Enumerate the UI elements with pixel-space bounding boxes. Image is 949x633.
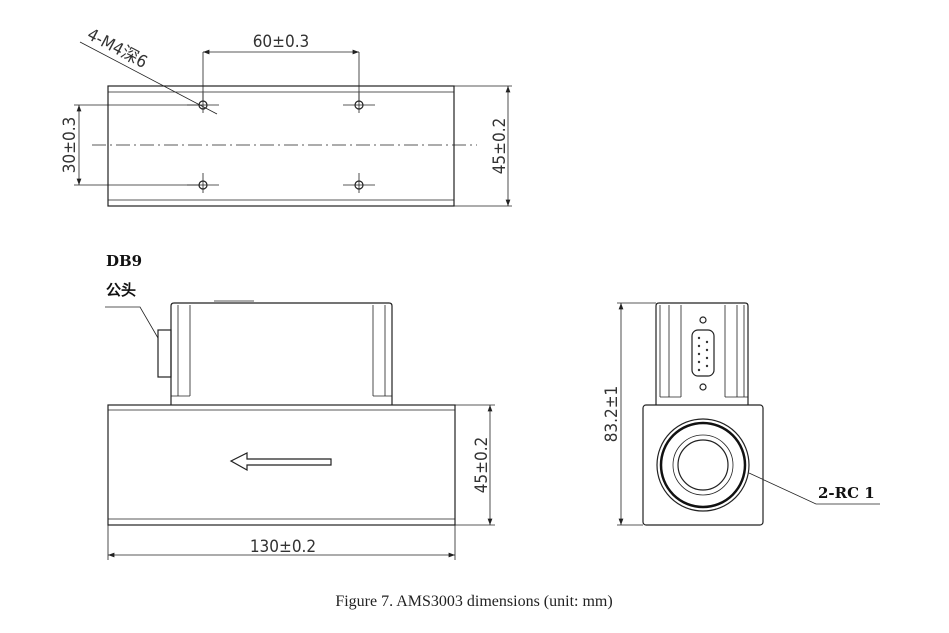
figure-caption: Figure 7. AMS3003 dimensions (unit: mm) (335, 593, 612, 610)
screw-icon (699, 316, 707, 324)
port-label: 2-RC 1 (818, 484, 875, 502)
front-view: DB9 公头 45±0.2 130±0.2 (105, 252, 495, 560)
side-view: 83.2±1 2-RC 1 (602, 302, 880, 526)
connector-label: DB9 (106, 252, 142, 270)
screw-icon (699, 383, 707, 391)
height-dim: 45±0.2 (472, 437, 492, 494)
connector-sublabel: 公头 (106, 281, 136, 299)
top-view: 60±0.3 30±0.3 45±0.2 4-M4深6 (60, 25, 512, 207)
db9-connector (157, 329, 172, 378)
db9-connector-face (691, 329, 715, 377)
flow-direction-arrow-icon (229, 452, 332, 472)
row-spacing-dim: 30±0.3 (60, 117, 80, 174)
length-dim: 130±0.2 (250, 537, 316, 557)
hole-leader (79, 41, 218, 115)
total-height-dim: 83.2±1 (602, 386, 622, 443)
hole-spacing-dim: 60±0.3 (253, 32, 310, 52)
port-outer (656, 418, 750, 512)
width-dim: 45±0.2 (490, 118, 510, 175)
mounting-holes (187, 93, 375, 193)
